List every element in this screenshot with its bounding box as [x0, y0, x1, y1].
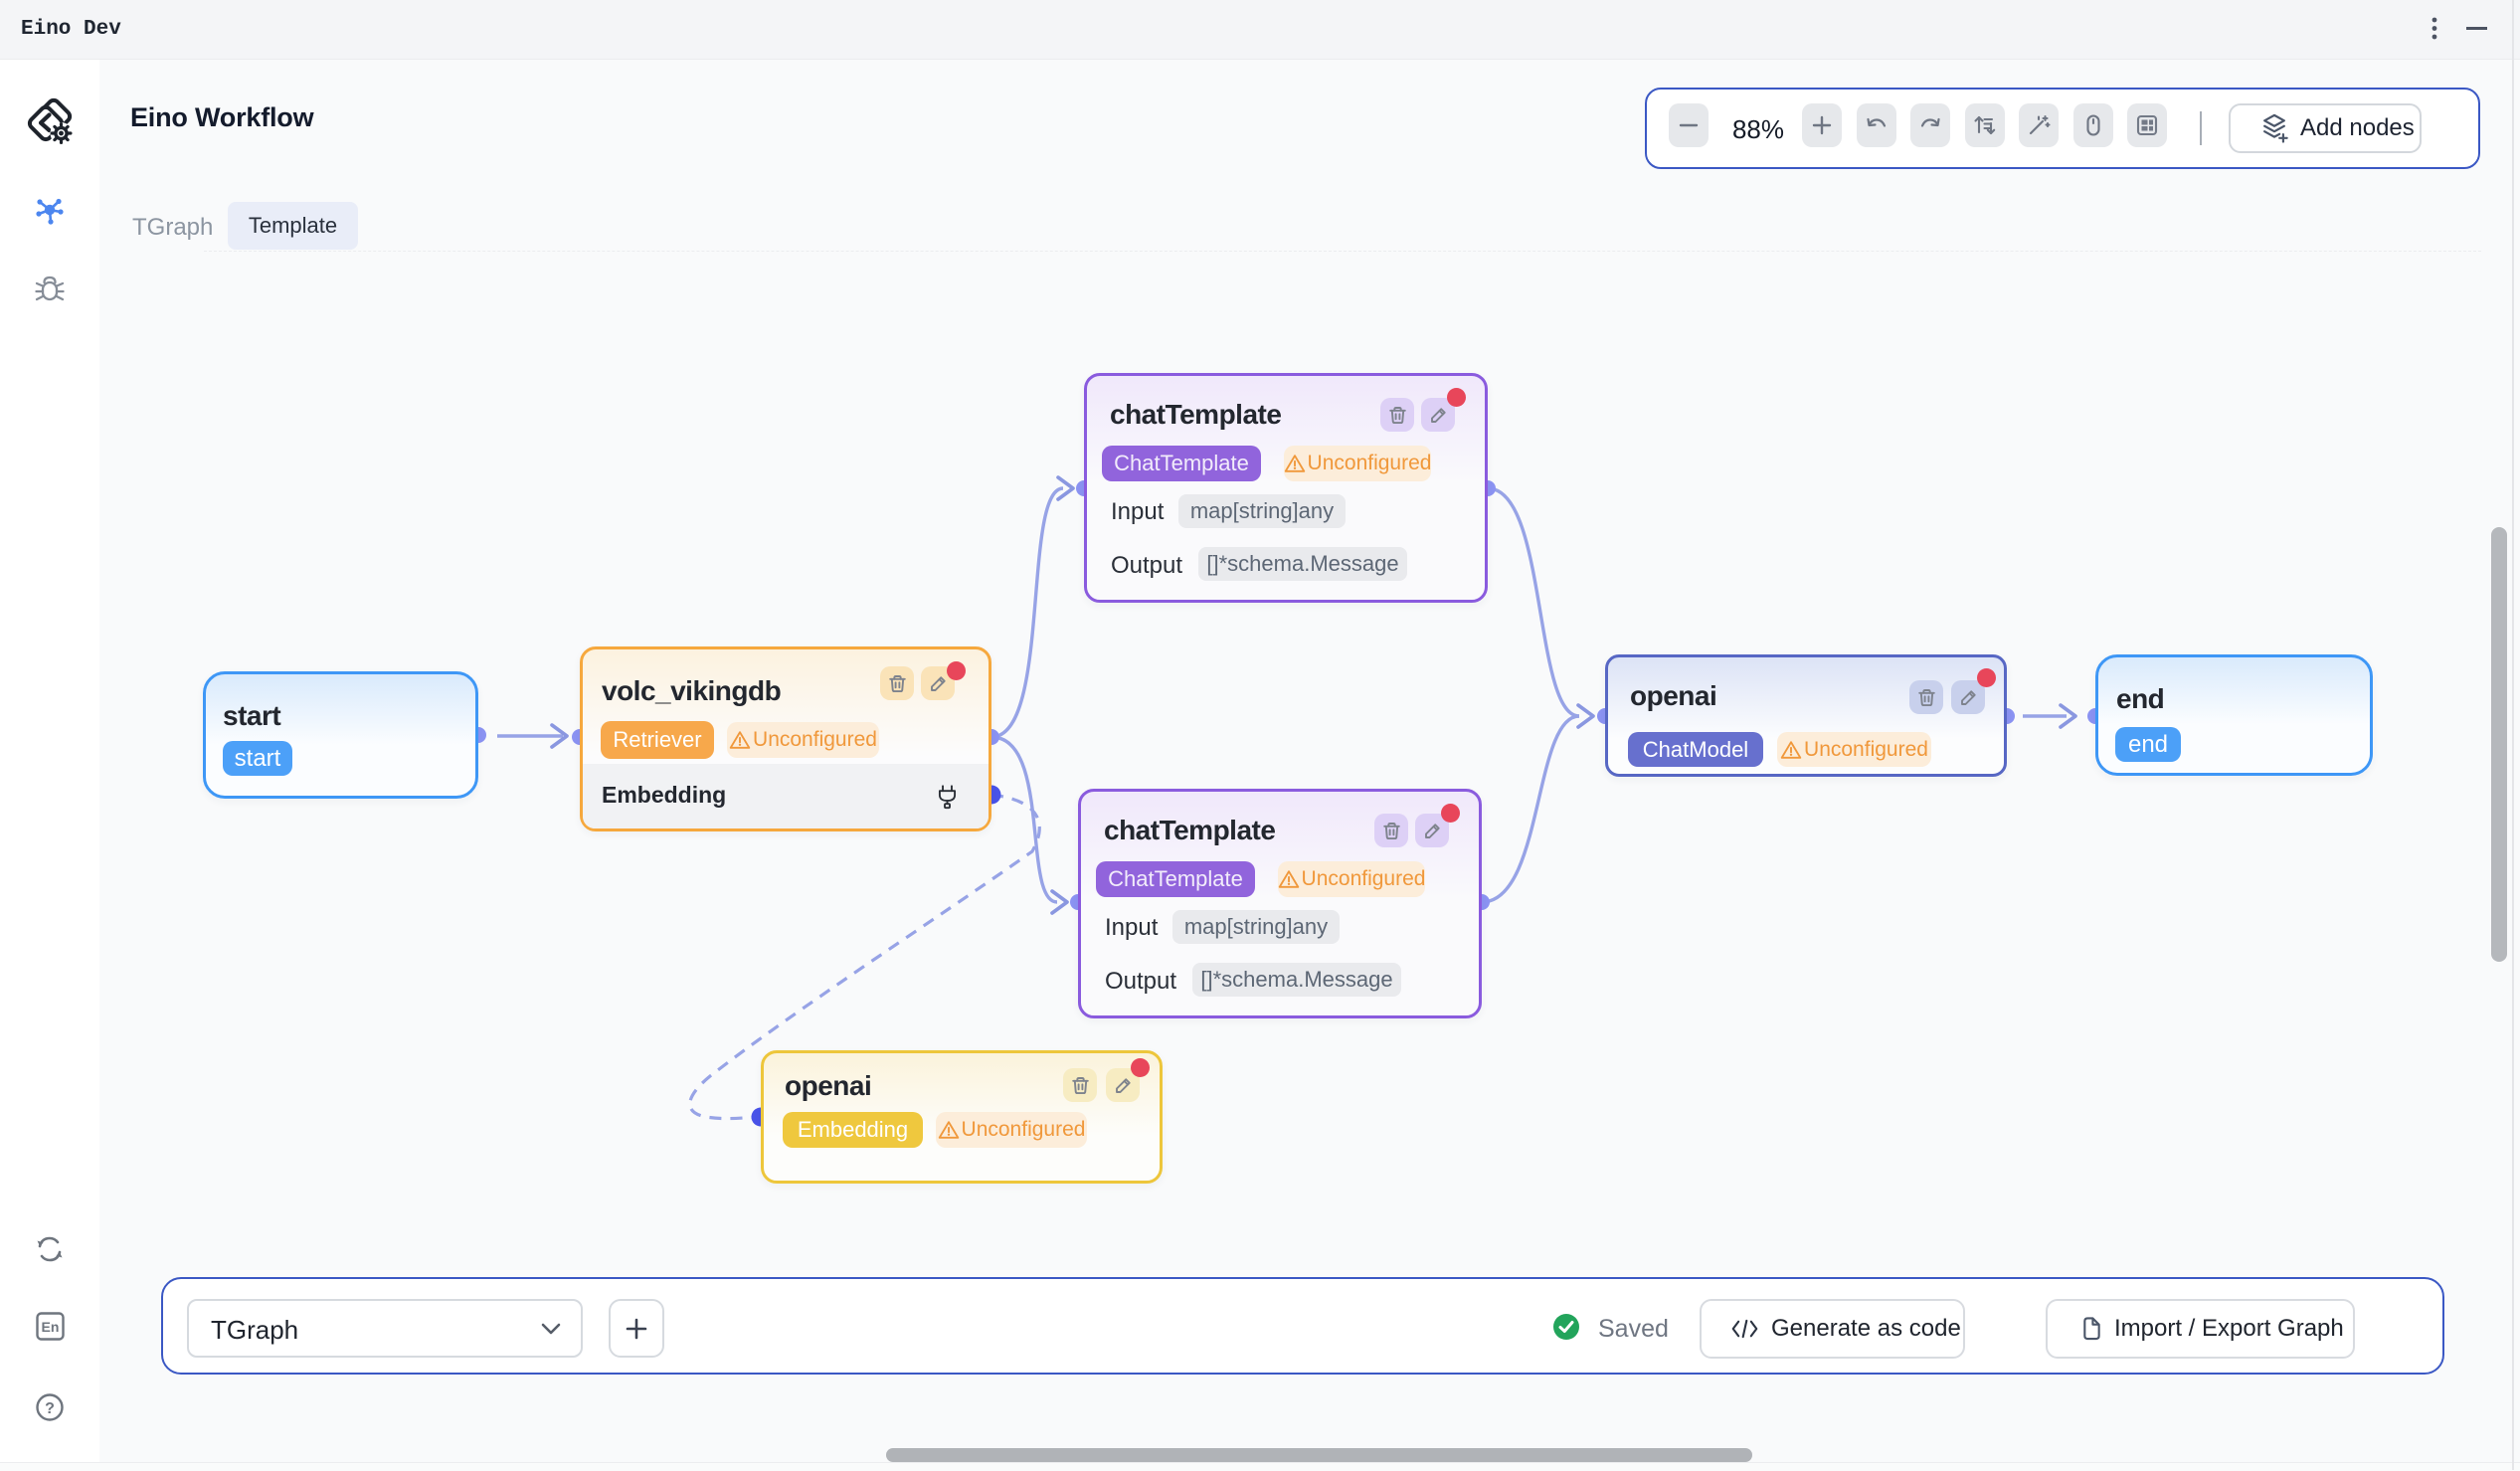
svg-text:En: En	[42, 1319, 60, 1335]
svg-text:?: ?	[45, 1400, 55, 1417]
